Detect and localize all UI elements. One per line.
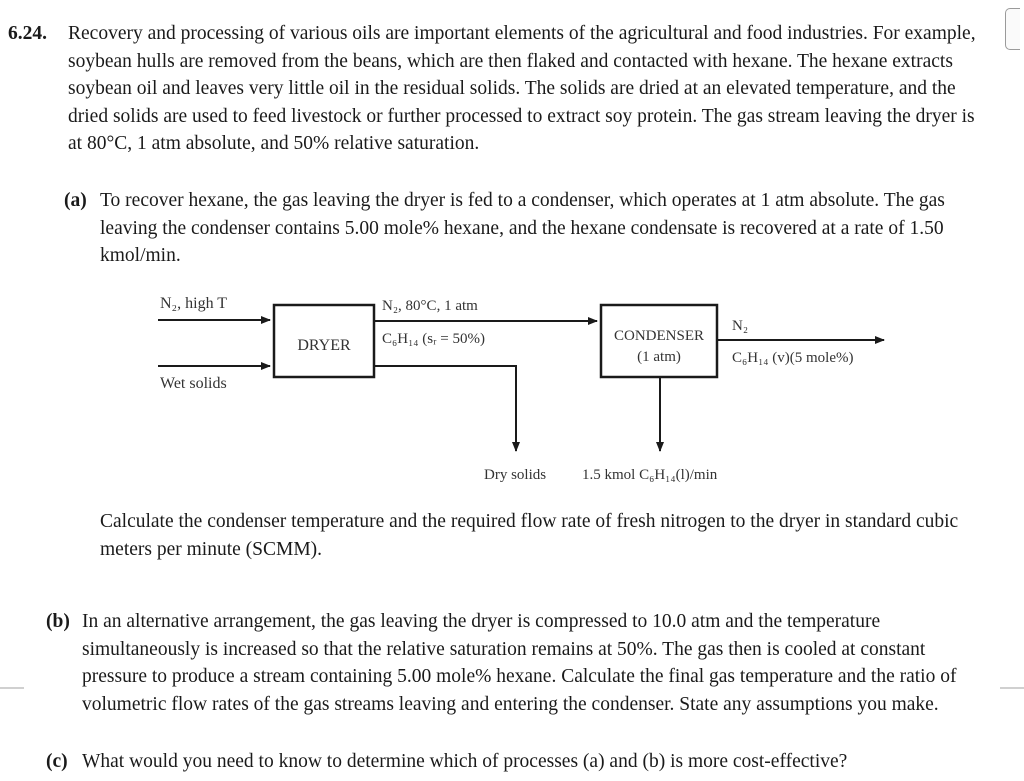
problem-text: Recovery and processing of various oils … — [68, 23, 976, 155]
condenser-box — [599, 303, 719, 379]
dryer-label: DRYER — [297, 337, 351, 354]
dryer-out-label-2: C₆H₁₄ (sᵣ = 50%) — [382, 331, 485, 347]
page-tab-handle[interactable] — [1005, 8, 1020, 50]
dry-solids-label: Dry solids — [484, 467, 546, 483]
wet-solids-label: Wet solids — [160, 375, 227, 392]
page-edge-divider-left — [0, 687, 24, 689]
cond-out-label-2: C₆H₁₄ (v)(5 mole%) — [732, 350, 854, 366]
dryer-out-label-1: N₂, 80°C, 1 atm — [382, 298, 478, 314]
part-a-label: (a) — [64, 190, 87, 211]
dryer-box — [272, 303, 376, 379]
n2-feed-label: N₂, high T — [160, 295, 227, 312]
part-c-label: (c) — [46, 751, 68, 772]
condenser-pressure: (1 atm) — [637, 349, 681, 365]
dry-solids-arrow — [374, 365, 520, 452]
part-b-label: (b) — [46, 611, 70, 632]
part-a-calculate: Calculate the condenser temperature and … — [100, 511, 959, 560]
problem-number: 6.24. — [8, 23, 47, 44]
part-c-text: What would you need to know to determine… — [82, 751, 848, 772]
part-b-text: In an alternative arrangement, the gas l… — [82, 611, 957, 715]
cond-out-label-1: N₂ — [732, 318, 748, 334]
condensate-label: 1.5 kmol C₆H₁₄(l)/min — [582, 467, 718, 483]
page-edge-divider-right — [1000, 687, 1024, 689]
condenser-label: CONDENSER — [614, 328, 704, 344]
part-a-text: To recover hexane, the gas leaving the d… — [100, 190, 945, 267]
